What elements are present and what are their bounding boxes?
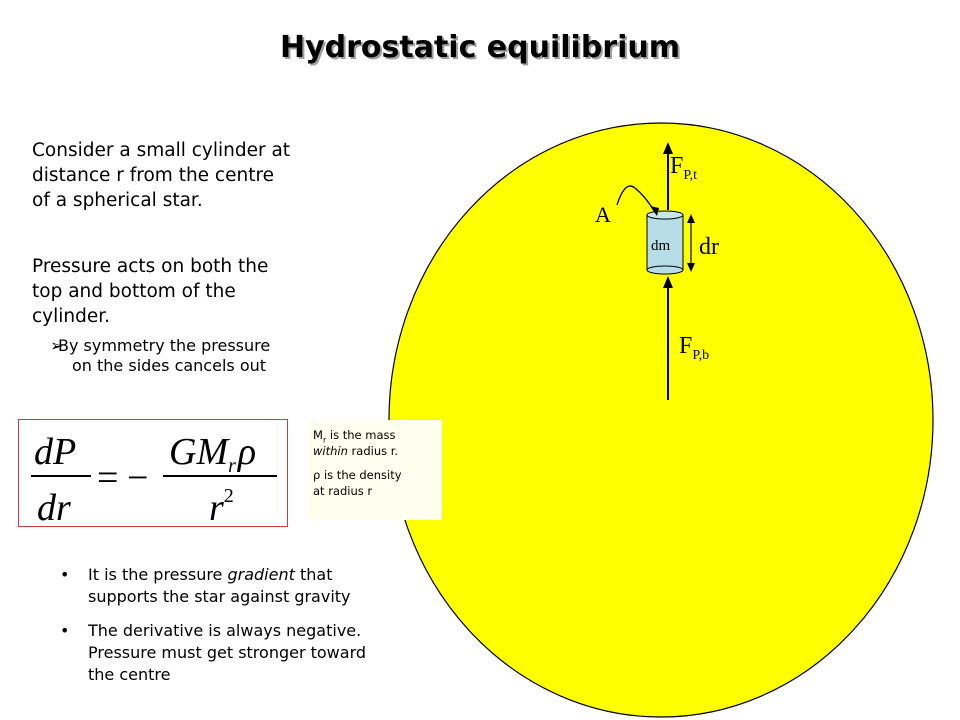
eq-lhs-denominator: dr [37, 487, 71, 526]
note-line: within radius r. [313, 444, 399, 458]
note-line: at radius r [313, 484, 373, 498]
force-top-arrowhead [663, 142, 673, 154]
dr-arrowhead-bottom [687, 263, 695, 272]
bullet-dot-icon: • [60, 565, 70, 584]
eq-rhs-numerator: GMrρ [169, 431, 256, 477]
paragraph-line: cylinder. [32, 306, 111, 327]
paragraph-line: of a spherical star. [32, 190, 203, 211]
arrow-bullet-icon: ➢ [50, 336, 64, 355]
paragraph-line: Consider a small cylinder at [32, 140, 291, 161]
dr-arrowhead-top [687, 214, 695, 223]
eq-minus: − [127, 457, 148, 499]
note-line: ρ is the density [313, 468, 402, 482]
bullet-dot-icon: • [60, 621, 70, 640]
note-line: Mr is the mass [313, 428, 396, 445]
force-bottom-label: FP,b [679, 333, 709, 363]
paragraph-line: distance r from the centre [32, 165, 275, 186]
paragraph-pressure: Pressure acts on both the top and bottom… [32, 254, 268, 329]
sub-bullet-line: By symmetry the pressure [58, 336, 271, 355]
sub-bullet-line: on the sides cancels out [72, 356, 267, 375]
area-pointer-head [650, 206, 659, 216]
bullet-line: the centre [88, 665, 171, 684]
equation-box: dP dr = − GMrρ r2 [18, 419, 288, 529]
bullet-derivative-negative: • The derivative is always negative. Pre… [60, 620, 367, 686]
mass-label: dm [651, 238, 671, 254]
cylinder [646, 210, 684, 275]
paragraph-line: Pressure acts on both the [32, 256, 269, 277]
force-top-label: FP,t [670, 153, 697, 183]
dr-label: dr [699, 234, 719, 260]
area-pointer [616, 185, 656, 213]
bullet-line: The derivative is always negative. [88, 621, 362, 640]
equation-note: Mr is the mass within radius r. ρ is the… [308, 420, 442, 520]
bullet-line: supports the star against gravity [88, 587, 351, 606]
eq-lhs-numerator: dP [34, 431, 76, 473]
eq-rhs-denominator: r2 [209, 485, 234, 526]
force-bottom-arrowhead [663, 276, 673, 288]
area-label: A [595, 202, 611, 227]
bullet-line: Pressure must get stronger toward [88, 643, 367, 662]
slide-title: Hydrostatic equilibrium [279, 30, 681, 65]
equation: dP dr = − GMrρ r2 [31, 431, 277, 529]
bullet-pressure-gradient: • It is the pressure gradient that suppo… [60, 564, 351, 608]
eq-equals: = [97, 457, 118, 499]
paragraph-line: top and bottom of the [32, 281, 236, 302]
bullet-line: It is the pressure gradient that [88, 565, 333, 584]
paragraph-cylinder-intro: Consider a small cylinder at distance r … [32, 138, 290, 213]
